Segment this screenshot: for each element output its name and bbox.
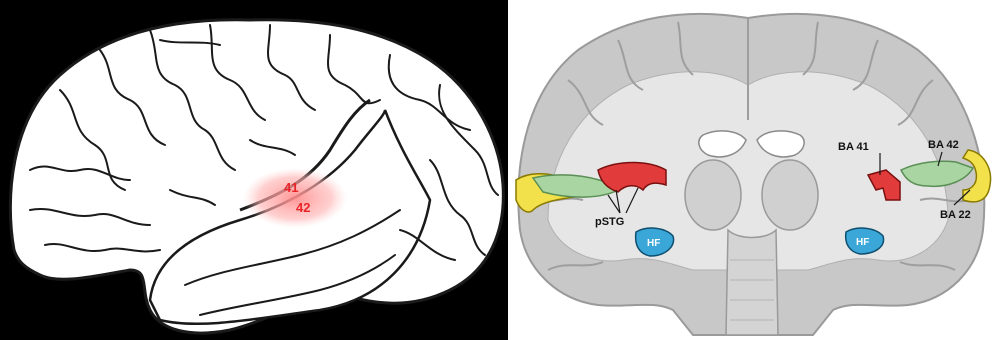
label-hf-left: HF xyxy=(647,238,660,249)
label-ba41: BA 41 xyxy=(838,141,869,153)
thalamus-left xyxy=(685,160,741,230)
label-41: 41 xyxy=(284,180,298,195)
coronal-section-panel: pSTG BA 41 BA 42 BA 22 HF HF xyxy=(508,0,995,340)
lateral-brain-svg: 41 42 xyxy=(0,0,508,340)
coronal-section-svg: pSTG BA 41 BA 42 BA 22 HF HF xyxy=(508,0,995,340)
label-ba22: BA 22 xyxy=(940,209,971,221)
auditory-cortex-highlight xyxy=(243,168,347,228)
thalamus-right xyxy=(762,160,818,230)
label-pstg: pSTG xyxy=(595,216,624,228)
lateral-brain-panel: 41 42 xyxy=(0,0,508,340)
label-ba42: BA 42 xyxy=(928,139,959,151)
brainstem xyxy=(726,230,778,335)
label-42: 42 xyxy=(296,200,310,215)
label-hf-right: HF xyxy=(856,237,869,248)
